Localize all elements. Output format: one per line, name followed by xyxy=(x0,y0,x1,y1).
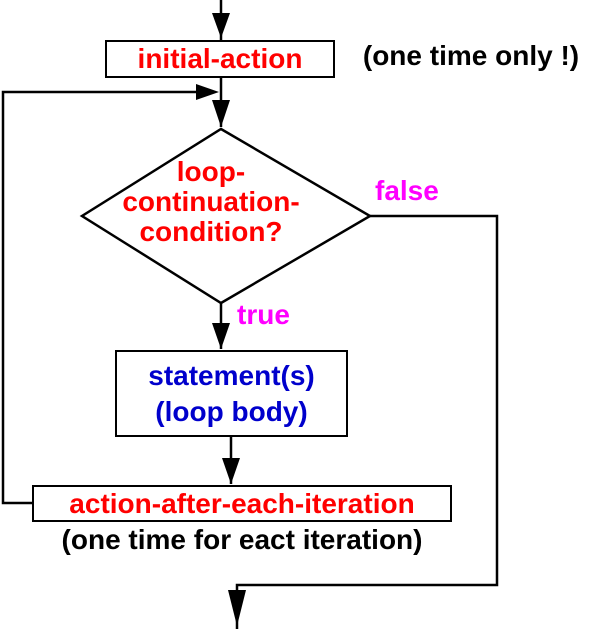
loop-body-line-1: statement(s) xyxy=(148,359,315,391)
initial-action-box: initial-action xyxy=(105,40,335,78)
loopback-arrowhead xyxy=(196,84,219,100)
entry-arrowhead xyxy=(212,13,230,38)
loop-body-box: statement(s) (loop body) xyxy=(115,350,348,437)
initial-action-note: (one time only !) xyxy=(362,40,580,71)
exit-arrowhead xyxy=(228,590,246,626)
condition-text: loop- continuation- condition? xyxy=(76,157,346,247)
false-branch-label: false xyxy=(375,175,439,206)
true-branch-arrowhead xyxy=(212,323,230,349)
initial-action-label: initial-action xyxy=(137,43,303,74)
after-iteration-box: action-after-each-iteration xyxy=(32,485,452,522)
true-branch-label: true xyxy=(237,299,290,330)
loop-body-line-2: (loop body) xyxy=(155,395,308,427)
condition-line-1: loop- xyxy=(176,156,246,187)
after-iteration-note: (one time for eact iteration) xyxy=(61,524,423,555)
condition-line-2: continuation- xyxy=(122,186,300,217)
body-to-action-arrowhead xyxy=(222,458,240,484)
initial-to-condition-arrowhead xyxy=(212,100,230,127)
after-iteration-label: action-after-each-iteration xyxy=(69,487,415,519)
condition-line-3: condition? xyxy=(139,216,283,247)
loopback-connector xyxy=(1,90,213,505)
